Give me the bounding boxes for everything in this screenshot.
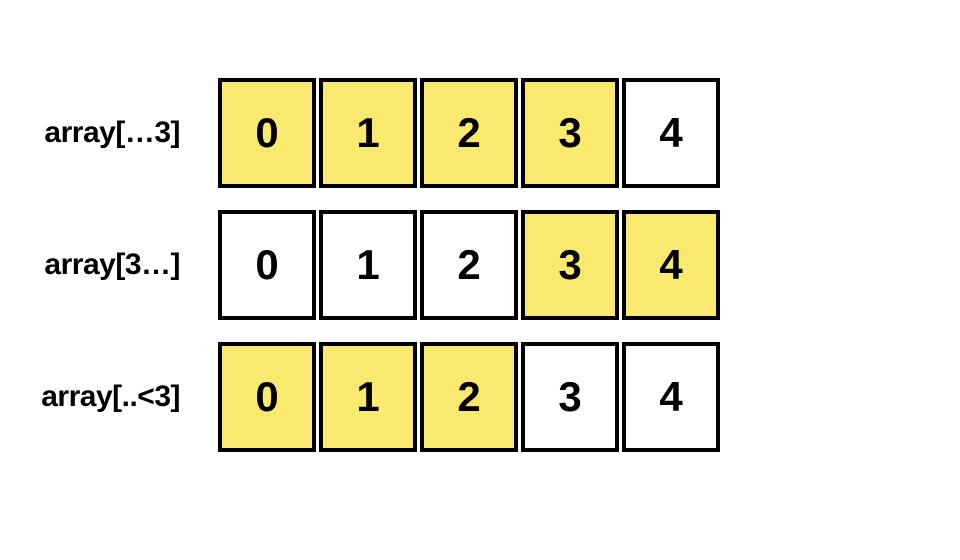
array-cell-highlighted: 3 [521,78,619,188]
array-expression-label: array[..<3] [41,380,180,413]
array-expression-label: array[…3] [44,116,180,149]
array-cell: 3 [521,342,619,452]
array-cell: 4 [622,78,720,188]
array-cell-highlighted: 1 [319,78,417,188]
array-cell-highlighted: 0 [218,342,316,452]
array-cell-highlighted: 1 [319,342,417,452]
array-cell-highlighted: 0 [218,78,316,188]
array-cell-highlighted: 3 [521,210,619,320]
array-cell: 0 [218,210,316,320]
array-cell-highlighted: 4 [622,210,720,320]
array-cell: 1 [319,210,417,320]
array-cell-highlighted: 2 [420,342,518,452]
array-cell: 4 [622,342,720,452]
array-cell-highlighted: 2 [420,78,518,188]
array-cell: 2 [420,210,518,320]
array-expression-label: array[3…] [44,248,180,281]
